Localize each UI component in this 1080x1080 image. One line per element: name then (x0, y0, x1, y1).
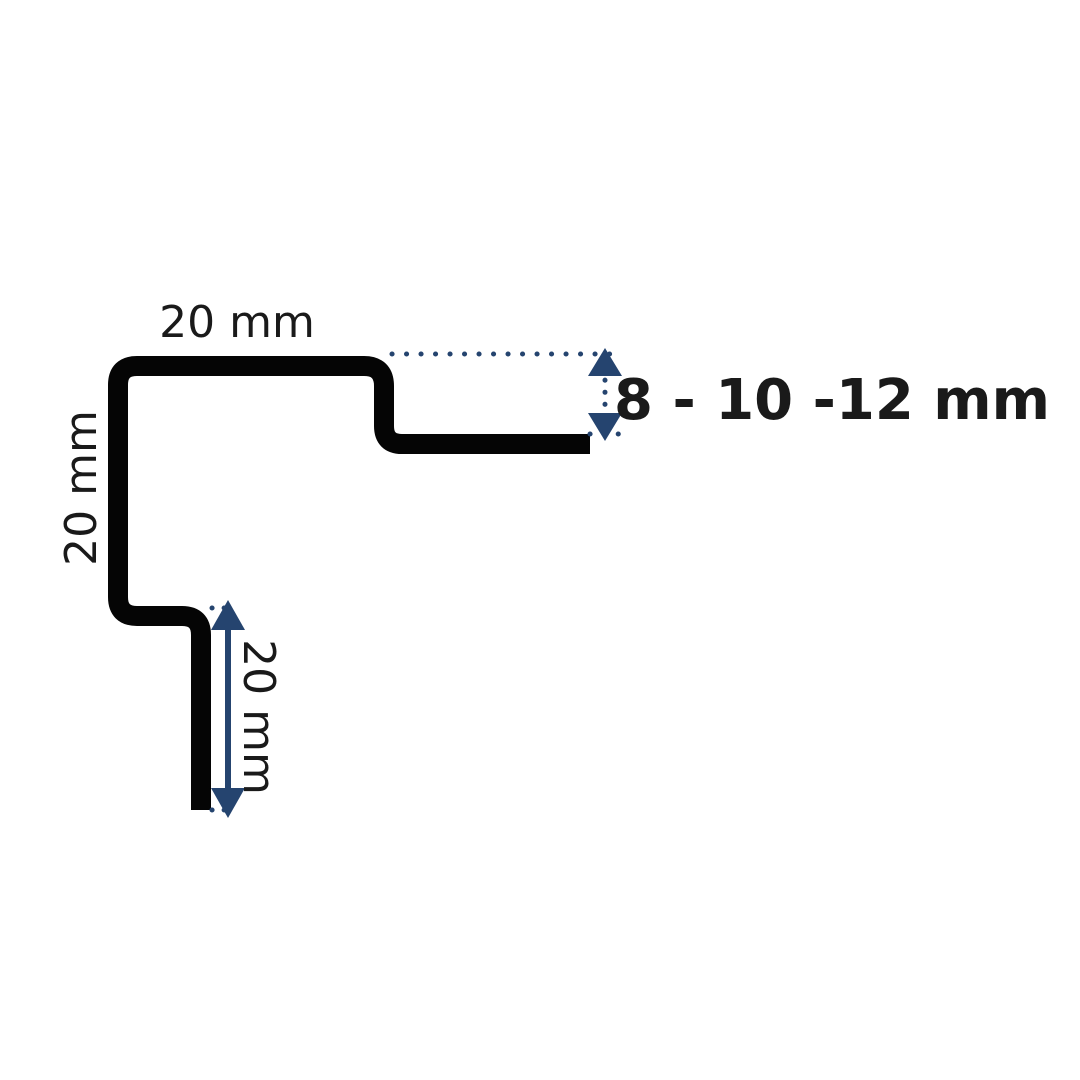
top-width-label: 20 mm (159, 297, 315, 348)
bottom-leg-label: 20 mm (233, 639, 284, 795)
step-height-label: 8 - 10 -12 mm (614, 368, 1050, 433)
step-arrow-up (588, 348, 622, 376)
leg-arrow-up (211, 600, 245, 630)
leg-arrow-down (211, 788, 245, 818)
left-height-label: 20 mm (56, 410, 107, 566)
step-arrow-down (588, 413, 622, 441)
profile-outline (108, 356, 590, 810)
